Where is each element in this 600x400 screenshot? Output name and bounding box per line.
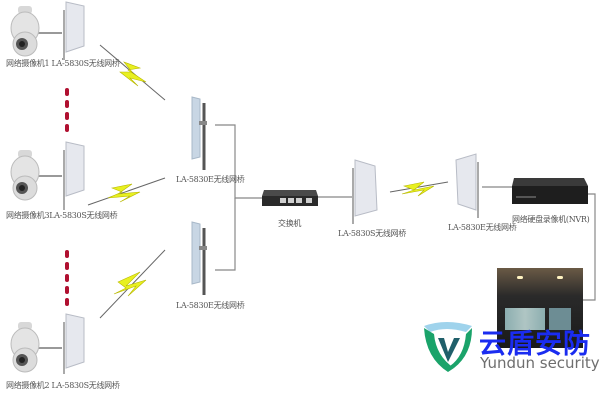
camera1-label: 网络摄像机1 LA-5830S无线网桥 — [6, 59, 120, 68]
panel-antenna-icon — [191, 221, 207, 295]
bridge-e-bottom-label: LA-5830E无线网桥 — [176, 301, 245, 310]
nvr-recorder-icon — [512, 178, 588, 204]
bridge-e-right-label: LA-5830E无线网桥 — [448, 223, 517, 232]
ptz-camera-icon — [10, 6, 40, 57]
monitoring-center-photo — [497, 268, 583, 348]
panel-antenna-icon — [63, 141, 85, 210]
bridge-e-top-label: LA-5830E无线网桥 — [176, 175, 245, 184]
watermark-title-cn: 云盾安防 — [479, 329, 591, 360]
nvr-label: 网络硬盘录像机(NVR) — [512, 215, 590, 224]
camera2-label: 网络摄像机2 LA-5830S无线网桥 — [6, 381, 120, 390]
panel-antenna-icon — [191, 96, 207, 170]
switch-label: 交换机 — [278, 219, 302, 228]
yundun-shield-logo-icon — [424, 322, 472, 372]
dotted-chain — [65, 88, 69, 306]
panel-antenna-icon — [62, 1, 85, 60]
wireless-link-icon — [99, 249, 166, 319]
wireless-link-icon — [87, 177, 166, 206]
network-switch-icon — [262, 190, 318, 206]
watermark-title-en: Yundun security — [480, 354, 600, 372]
ptz-camera-icon — [10, 322, 40, 373]
panel-antenna-icon — [63, 313, 85, 374]
panel-antenna-icon — [455, 153, 479, 218]
wireless-link-icon — [99, 44, 166, 101]
wireless-link-icon — [389, 181, 449, 197]
ptz-camera-icon — [10, 150, 40, 201]
camera3-label: 网络摄像机3LA-5830S无线网桥 — [6, 211, 118, 220]
panel-antenna-icon — [352, 159, 378, 224]
bridge-s-mid-label: LA-5830S无线网桥 — [338, 229, 407, 238]
